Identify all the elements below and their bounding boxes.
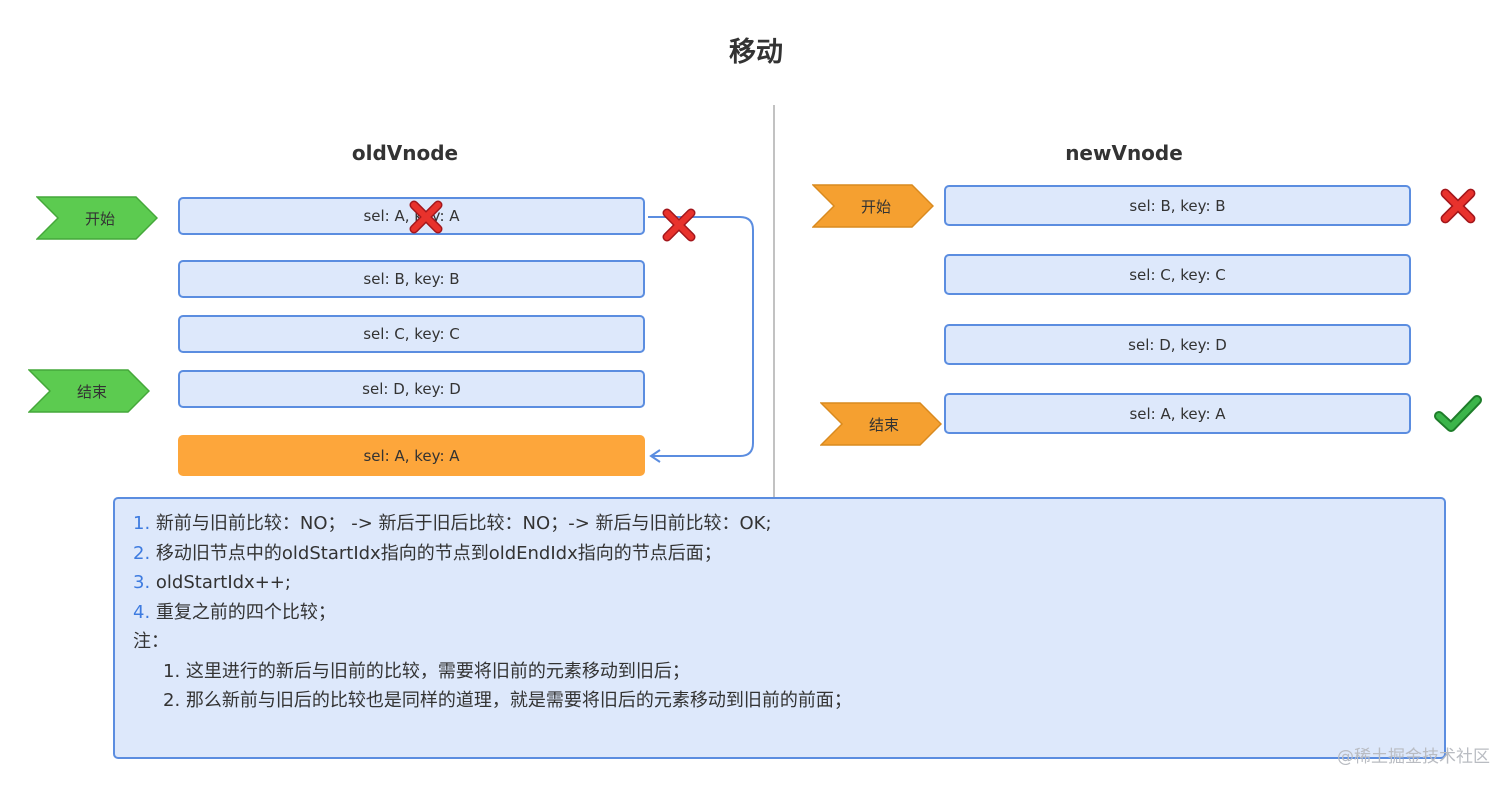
cross-icon: [1440, 188, 1476, 224]
new-node-c: sel: C, key: C: [944, 254, 1411, 295]
old-start-pointer: 开始: [36, 196, 158, 240]
new-node-a: sel: A, key: A: [944, 393, 1411, 434]
old-end-pointer: 结束: [28, 369, 150, 413]
new-node-b: sel: B, key: B: [944, 185, 1411, 226]
note-sub-item: 1. 这里进行的新后与旧前的比较，需要将旧前的元素移动到旧后；: [163, 660, 690, 682]
old-node-c: sel: C, key: C: [178, 315, 645, 353]
note-item: 2. 移动旧节点中的oldStartIdx指向的节点到oldEndIdx指向的节…: [133, 542, 722, 564]
old-start-label: 开始: [84, 209, 115, 228]
watermark: @稀土掘金技术社区: [1337, 747, 1490, 767]
note-label: 注：: [133, 631, 169, 652]
old-node-a-moved: sel: A, key: A: [178, 435, 645, 476]
note-item: 1. 新前与旧前比较：NO； -> 新后于旧后比较：NO；-> 新后与旧前比较：…: [133, 513, 772, 534]
old-node-b: sel: B, key: B: [178, 260, 645, 298]
explanation-note: 1. 新前与旧前比较：NO； -> 新后于旧后比较：NO；-> 新后与旧前比较：…: [113, 497, 1446, 759]
note-item: 4. 重复之前的四个比较；: [133, 601, 336, 623]
column-divider: [773, 105, 775, 498]
diagram-title: 移动: [729, 37, 783, 68]
old-vnode-heading: oldVnode: [351, 141, 459, 165]
new-vnode-heading: newVnode: [1065, 141, 1183, 165]
new-start-pointer: 开始: [812, 184, 934, 228]
new-node-d: sel: D, key: D: [944, 324, 1411, 365]
cross-icon: [662, 208, 696, 242]
cross-icon: [409, 200, 443, 234]
old-node-d: sel: D, key: D: [178, 370, 645, 408]
old-end-label: 结束: [76, 382, 107, 401]
note-sub-item: 2. 那么新前与旧后的比较也是同样的道理，就是需要将旧后的元素移动到旧前的前面；: [163, 690, 852, 711]
note-item: 3. oldStartIdx++;: [133, 572, 291, 593]
new-start-label: 开始: [860, 197, 891, 216]
check-icon: [1434, 395, 1482, 432]
new-end-pointer: 结束: [820, 402, 942, 446]
new-end-label: 结束: [868, 415, 899, 434]
